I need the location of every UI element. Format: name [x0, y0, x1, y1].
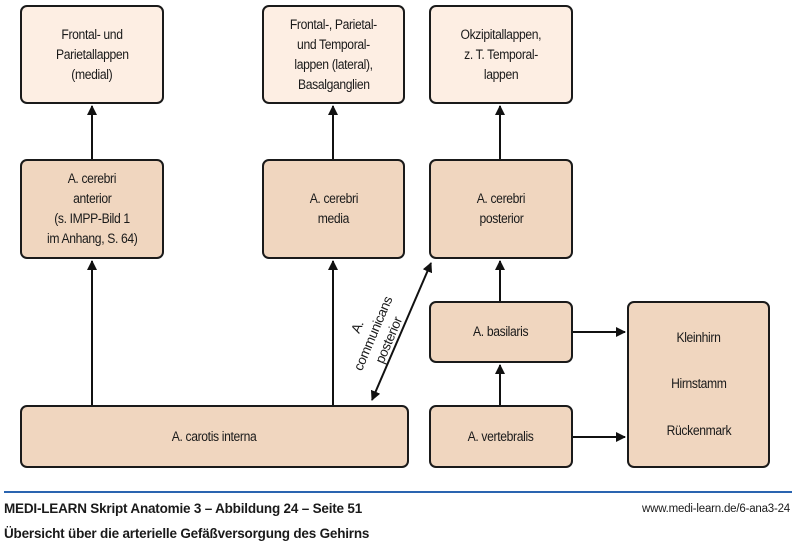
- box-line: anterior: [72, 191, 112, 206]
- artery-vertebralis: A. vertebralis: [429, 405, 573, 468]
- box-line: Parietallappen: [55, 46, 129, 62]
- artery-cerebri-media: A. cerebri media: [262, 159, 405, 259]
- region-frontal-parietal-temporal-lateral: Frontal-, Parietal- und Temporal- lappen…: [262, 5, 405, 104]
- box-line: (s. IMPP-Bild 1: [54, 211, 130, 226]
- box-line: posterior: [478, 211, 524, 226]
- box-line: Frontal- und: [61, 26, 123, 42]
- target-rueckenmark: Rückenmark: [666, 422, 731, 438]
- footer-caption: Übersicht über die arterielle Gefäßverso…: [4, 526, 370, 541]
- box-line: media: [317, 211, 350, 226]
- box-line: A. basilaris: [473, 324, 529, 339]
- box-line: A. vertebralis: [468, 428, 534, 444]
- target-kleinhirn: Kleinhirn: [676, 330, 721, 346]
- box-line: A. carotis interna: [172, 428, 257, 444]
- artery-cerebri-posterior: A. cerebri posterior: [429, 159, 573, 259]
- target-hirnstamm: Hirnstamm: [670, 376, 727, 392]
- region-frontal-parietal-medial: Frontal- und Parietallappen (medial): [20, 5, 164, 104]
- box-line: z. T. Temporal-: [464, 46, 538, 62]
- footer-source: MEDI-LEARN Skript Anatomie 3 – Abbildung…: [4, 501, 363, 516]
- box-line: im Anhang, S. 64): [46, 231, 138, 246]
- box-line: A. cerebri: [309, 191, 358, 206]
- arrow-communicans-posterior: [370, 262, 433, 401]
- footer-url: www.medi-learn.de/6-ana3-24: [641, 503, 790, 515]
- box-line: lappen (lateral),: [294, 56, 373, 72]
- artery-carotis-interna: A. carotis interna: [20, 405, 409, 468]
- box-line: und Temporal-: [297, 36, 370, 52]
- box-line: A. cerebri: [67, 171, 117, 186]
- artery-basilaris: A. basilaris: [429, 301, 573, 363]
- box-line: Frontal-, Parietal-: [289, 16, 378, 32]
- footer-divider: [4, 491, 792, 493]
- box-line: A. cerebri: [476, 191, 526, 206]
- box-line: (medial): [71, 66, 113, 82]
- box-line: Basalganglien: [297, 76, 370, 92]
- box-line: lappen: [483, 66, 519, 82]
- box-line: Okzipitallappen,: [460, 26, 542, 42]
- artery-cerebri-anterior: A. cerebri anterior (s. IMPP-Bild 1 im A…: [20, 159, 164, 259]
- targets-box: Kleinhirn Hirnstamm Rückenmark: [627, 301, 770, 468]
- region-occipital-temporal: Okzipitallappen, z. T. Temporal- lappen: [429, 5, 573, 104]
